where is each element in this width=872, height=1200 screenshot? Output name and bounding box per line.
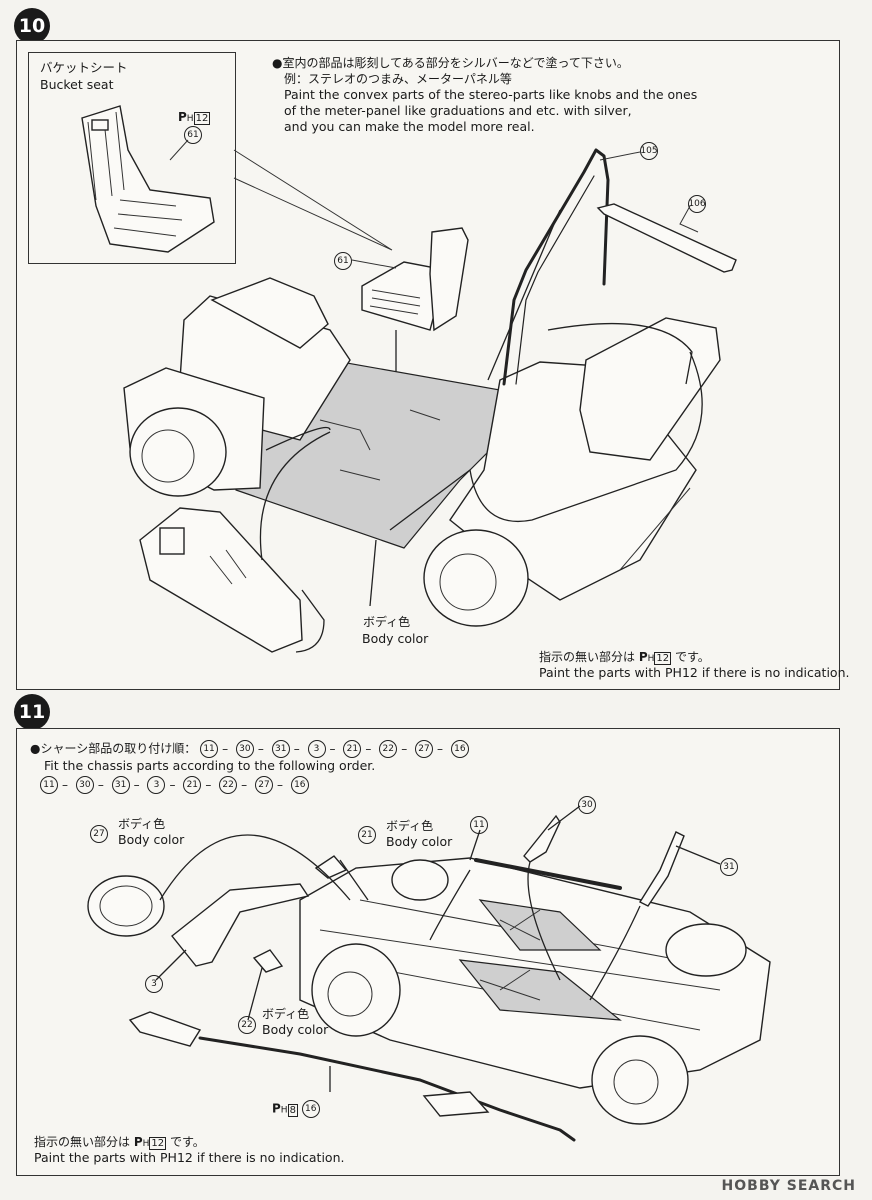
part-21-drawing: [314, 855, 348, 879]
inset-part-61: 61: [184, 126, 202, 144]
body-color-jp-22: ボディ色: [262, 1007, 310, 1021]
rollbar-part-105-drawing: [502, 148, 610, 386]
step-11-number: 11: [14, 694, 50, 730]
inset-bucket-seat-drawing: [81, 105, 215, 253]
part-11-callout: 11: [470, 816, 488, 834]
body-color-en-10: Body color: [362, 631, 429, 646]
body-color-jp-10: ボディ色: [363, 615, 411, 629]
exhaust-pipe-drawing: [128, 1011, 576, 1142]
part-27-drawing: [87, 875, 165, 937]
order-line-en: Fit the chassis parts according to the f…: [44, 758, 376, 773]
chassis-floor-drawing: [123, 277, 721, 627]
inset-label-jp: バケットシート: [40, 60, 128, 75]
order-line-sequence: 11– 30– 31– 3– 21– 22– 27– 16: [40, 776, 309, 794]
part-105-callout: 105: [640, 142, 658, 160]
part-22-drawing: [252, 949, 284, 973]
body-color-jp-21: ボディ色: [386, 819, 434, 833]
wheels-drawing: [311, 859, 747, 1125]
part-27-callout: 27: [90, 825, 108, 843]
note-jp: ●室内の部品は彫刻してある部分をシルバーなどで塗って下さい。: [272, 56, 629, 70]
chassis-frame-drawing: [299, 857, 771, 1089]
part-21-callout: 21: [358, 826, 376, 844]
footer-en-11: Paint the parts with PH12 if there is no…: [34, 1150, 345, 1165]
seat-part-61-drawing: [361, 227, 469, 332]
body-color-jp-27: ボディ色: [118, 817, 166, 831]
body-color-en-22: Body color: [262, 1022, 329, 1037]
note-jp-2: 例：ステレオのつまみ、メーターパネル等: [284, 72, 512, 86]
footer-en-10: Paint the parts with PH12 if there is no…: [539, 665, 850, 680]
step-10-number: 10: [14, 8, 50, 44]
part-30-drawing: [523, 814, 561, 863]
watermark: HOBBY SEARCH: [721, 1178, 856, 1194]
part-11-drawing: [474, 858, 622, 890]
part-3-drawing: [171, 883, 310, 967]
note-en-1: Paint the convex parts of the stereo-par…: [284, 87, 698, 102]
bar-part-106-drawing: [596, 203, 737, 273]
body-color-en-21: Body color: [386, 834, 453, 849]
body-color-en-27: Body color: [118, 832, 185, 847]
part-61-callout: 61: [334, 252, 352, 270]
order-line-jp: ●シャーシ部品の取り付け順： 11– 30– 31– 3– 21– 22– 27…: [30, 740, 469, 758]
part-31-callout: 31: [720, 858, 738, 876]
part-22-callout: 22: [238, 1016, 256, 1034]
inset-label-en: Bucket seat: [40, 77, 114, 92]
part-106-callout: 106: [688, 195, 706, 213]
note-en-2: of the meter-panel like graduations and …: [284, 103, 632, 118]
part-30-callout: 30: [578, 796, 596, 814]
note-en-3: and you can make the model more real.: [284, 119, 535, 134]
part-3-callout: 3: [145, 975, 163, 993]
part-31-drawing: [638, 831, 685, 907]
center-console-drawing: [139, 507, 303, 653]
